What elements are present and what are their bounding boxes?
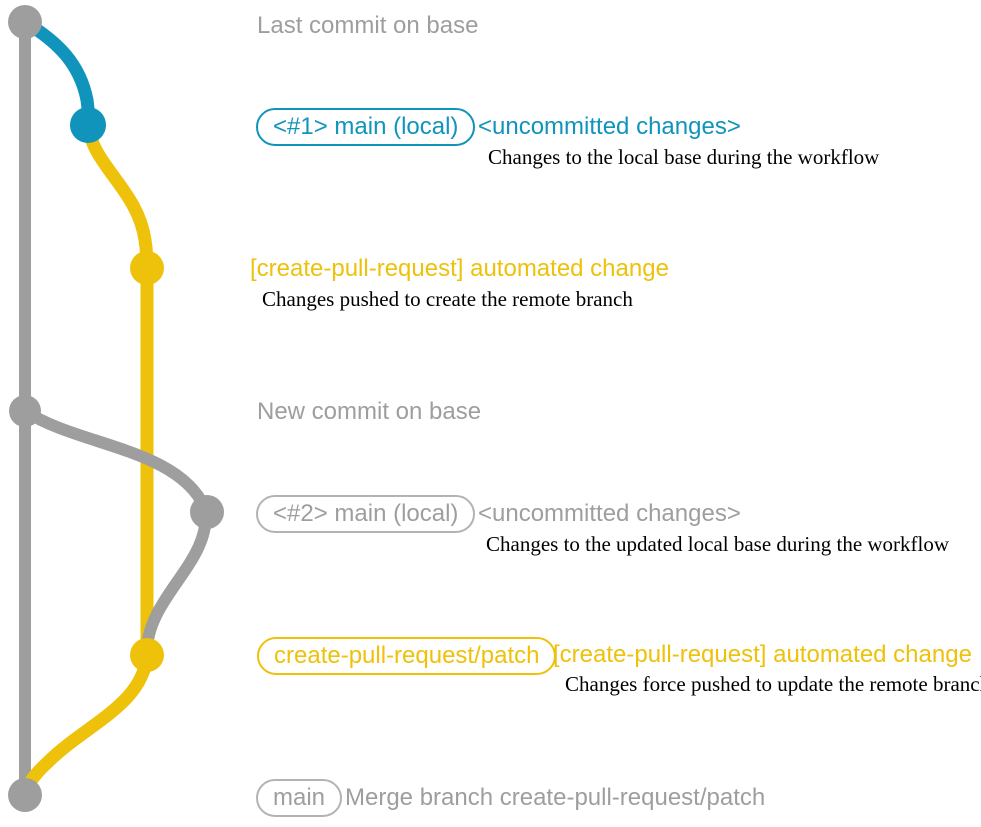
last-commit-label: Last commit on base: [257, 12, 479, 39]
merge-curve-yellow: [19, 648, 154, 799]
commit-dot-automated-change-1: [130, 251, 164, 285]
local-change-curve-blue: [18, 15, 95, 132]
uncommitted-changes-label-2: <uncommitted changes>: [478, 500, 741, 527]
uncommitted-changes-desc-1: Changes to the local base during the wor…: [488, 145, 880, 169]
automated-change-desc-2: Changes force pushed to update the remot…: [565, 672, 981, 696]
commit-dot-last-base: [8, 5, 42, 39]
branch-badge-main: main: [256, 779, 343, 817]
branch-badge-patch: create-pull-request/patch: [257, 637, 557, 675]
automated-change-desc-1: Changes pushed to create the remote bran…: [262, 287, 633, 311]
uncommitted-changes-label-1: <uncommitted changes>: [478, 113, 741, 140]
commit-dot-merge: [8, 778, 42, 812]
branch-badge-main-local-2: <#2> main (local): [256, 495, 476, 533]
commit-dot-new-base: [9, 395, 41, 427]
automated-change-title-1: [create-pull-request] automated change: [250, 255, 669, 282]
commit-dot-main-local-2: [190, 495, 224, 529]
force-push-curve-gray: [141, 502, 212, 654]
updated-base-curve-gray: [19, 405, 211, 514]
new-commit-label: New commit on base: [257, 398, 482, 425]
automated-change-title-2: [create-pull-request] automated change: [553, 641, 972, 668]
commit-dot-main-local-1: [70, 107, 106, 143]
branch-badge-main-local-1: <#1> main (local): [256, 108, 476, 146]
remote-branch-create-curve-yellow: [81, 118, 154, 275]
commit-dot-automated-change-2: [130, 638, 164, 672]
merge-commit-label: Merge branch create-pull-request/patch: [345, 784, 766, 811]
uncommitted-changes-desc-2: Changes to the updated local base during…: [486, 532, 950, 556]
